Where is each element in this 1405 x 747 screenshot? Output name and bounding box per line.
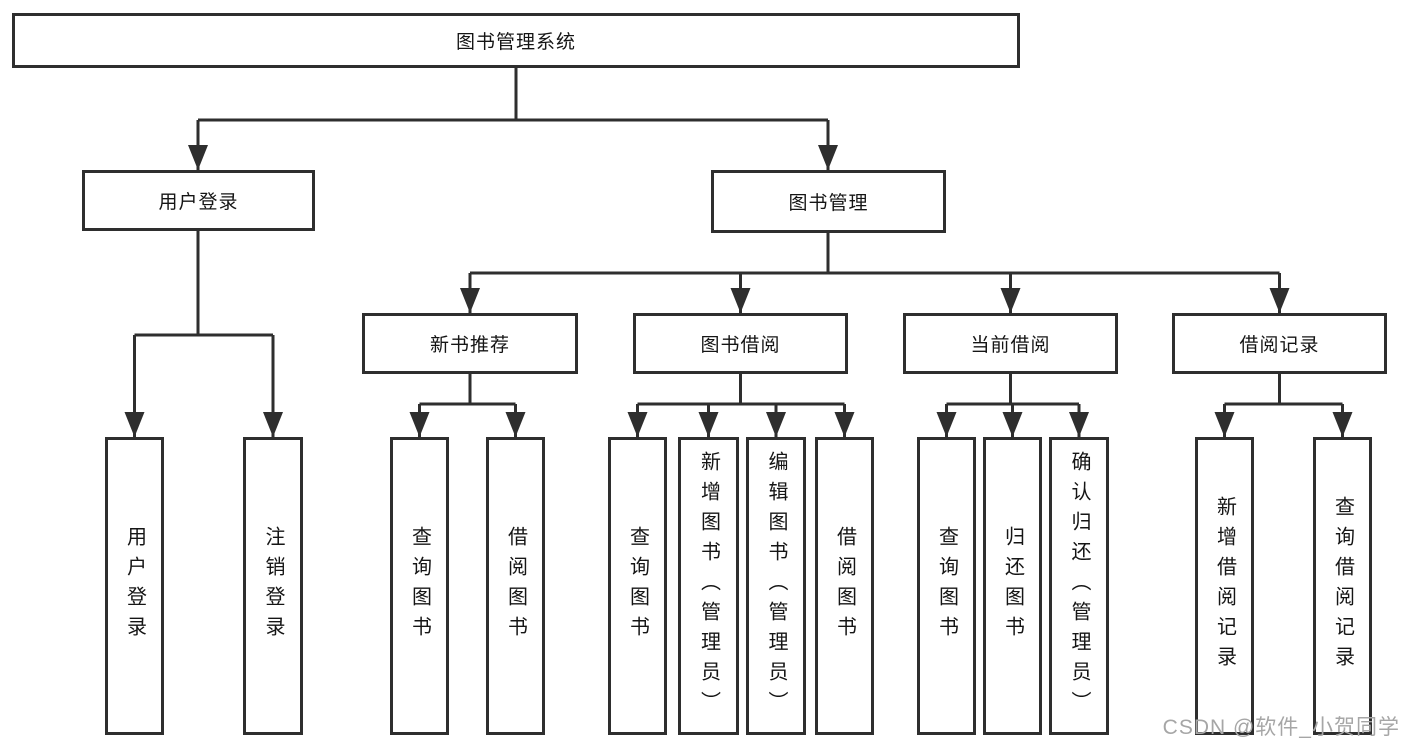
node-root-system-label: 图书管理系统 [455, 32, 576, 53]
node-book-borrowing: 图书借阅 [633, 313, 848, 374]
csdn-watermark: CSDN @软件_小贺同学 [1162, 716, 1400, 739]
leaf-logout: 注销登录 [243, 437, 303, 735]
node-book-management-module: 图书管理 [711, 170, 946, 233]
node-borrowing-records-label: 借阅记录 [1239, 335, 1320, 356]
leaf-borrow-query-books-label: 查询图书 [626, 526, 649, 646]
leaf-records-add-record: 新增借阅记录 [1195, 437, 1254, 735]
leaf-logout-label: 注销登录 [262, 526, 284, 646]
node-book-management-module-label: 图书管理 [788, 193, 869, 214]
leaf-newbook-borrow-books-label: 借阅图书 [504, 526, 527, 646]
leaf-borrow-add-books-admin: 新增图书（管理员） [678, 437, 739, 735]
leaf-user-login: 用户登录 [105, 437, 164, 735]
leaf-user-login-label: 用户登录 [123, 526, 146, 646]
leaf-borrow-edit-books-admin: 编辑图书（管理员） [746, 437, 806, 735]
node-borrowing-records: 借阅记录 [1172, 313, 1387, 374]
leaf-borrow-edit-books-admin-label: 编辑图书（管理员） [765, 451, 787, 721]
leaf-current-confirm-return-admin-label: 确认归还（管理员） [1068, 451, 1090, 721]
node-current-borrowing: 当前借阅 [903, 313, 1118, 374]
leaf-current-query-books: 查询图书 [917, 437, 976, 735]
leaf-borrow-add-books-admin-label: 新增图书（管理员） [697, 451, 720, 721]
node-user-login-module: 用户登录 [82, 170, 315, 231]
leaf-newbook-borrow-books: 借阅图书 [486, 437, 545, 735]
node-current-borrowing-label: 当前借阅 [970, 335, 1051, 356]
node-root-system: 图书管理系统 [12, 13, 1020, 68]
node-new-book-recommend: 新书推荐 [362, 313, 578, 374]
leaf-borrow-query-books: 查询图书 [608, 437, 667, 735]
leaf-records-add-record-label: 新增借阅记录 [1213, 496, 1236, 676]
leaf-current-return-books: 归还图书 [983, 437, 1042, 735]
leaf-newbook-query-books-label: 查询图书 [408, 526, 431, 646]
leaf-records-query-record-label: 查询借阅记录 [1331, 496, 1354, 676]
leaf-current-confirm-return-admin: 确认归还（管理员） [1049, 437, 1109, 735]
leaf-current-return-books-label: 归还图书 [1001, 526, 1024, 646]
leaf-records-query-record: 查询借阅记录 [1313, 437, 1372, 735]
leaf-current-query-books-label: 查询图书 [935, 526, 958, 646]
node-new-book-recommend-label: 新书推荐 [429, 335, 510, 356]
leaf-newbook-query-books: 查询图书 [390, 437, 449, 735]
node-book-borrowing-label: 图书借阅 [700, 335, 781, 356]
leaf-borrow-borrow-books-label: 借阅图书 [833, 526, 856, 646]
leaf-borrow-borrow-books: 借阅图书 [815, 437, 874, 735]
node-user-login-module-label: 用户登录 [158, 192, 239, 213]
